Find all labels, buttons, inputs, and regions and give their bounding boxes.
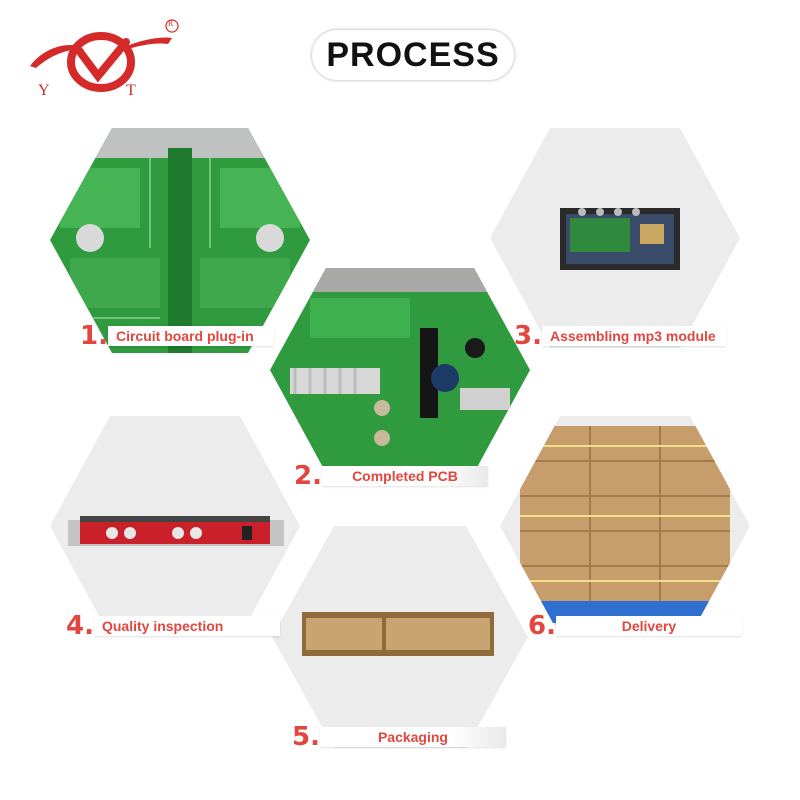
step-3-label: 3. Assembling mp3 module bbox=[514, 321, 726, 351]
step-6-hexagon bbox=[500, 416, 750, 641]
step-1-label: 1. Circuit board plug-in bbox=[80, 321, 274, 351]
carton-box-icon bbox=[272, 526, 528, 748]
step-6-text: Delivery bbox=[555, 616, 742, 636]
step-1-number: 1. bbox=[80, 321, 108, 351]
page-title: PROCESS bbox=[312, 30, 514, 80]
step-1-text: Circuit board plug-in bbox=[107, 326, 274, 346]
logo-letter-t: T bbox=[126, 82, 136, 99]
step-2-hexagon bbox=[270, 268, 530, 478]
brand-logo: R Y T bbox=[22, 18, 182, 108]
step-4-number: 4. bbox=[66, 611, 94, 641]
logo-letter-y: Y bbox=[38, 82, 50, 99]
logo-emblem-icon bbox=[30, 19, 179, 92]
step-4-text: Quality inspection bbox=[93, 616, 280, 636]
step-2-label: 2. Completed PCB bbox=[294, 461, 488, 491]
step-3-number: 3. bbox=[514, 321, 542, 351]
step-2-number: 2. bbox=[294, 461, 322, 491]
pcb-photo-icon bbox=[50, 128, 310, 353]
logo-registered-mark: R bbox=[168, 19, 174, 28]
step-6-label: 6. Delivery bbox=[528, 611, 742, 641]
step-4-label: 4. Quality inspection bbox=[66, 611, 280, 641]
rack-unit-icon bbox=[50, 416, 300, 636]
open-chassis-icon bbox=[490, 128, 740, 348]
step-2-text: Completed PCB bbox=[321, 466, 488, 486]
step-6-number: 6. bbox=[528, 611, 556, 641]
step-5-hexagon bbox=[272, 526, 528, 753]
step-3-text: Assembling mp3 module bbox=[541, 326, 726, 346]
pallet-boxes-icon bbox=[500, 416, 750, 636]
step-3-hexagon bbox=[490, 128, 740, 353]
step-5-text: Packaging bbox=[319, 727, 506, 747]
step-4-hexagon bbox=[50, 416, 300, 641]
step-5-label: 5. Packaging bbox=[292, 722, 506, 752]
pcb-components-icon bbox=[270, 268, 530, 473]
step-1-hexagon bbox=[50, 128, 310, 358]
step-5-number: 5. bbox=[292, 722, 320, 752]
